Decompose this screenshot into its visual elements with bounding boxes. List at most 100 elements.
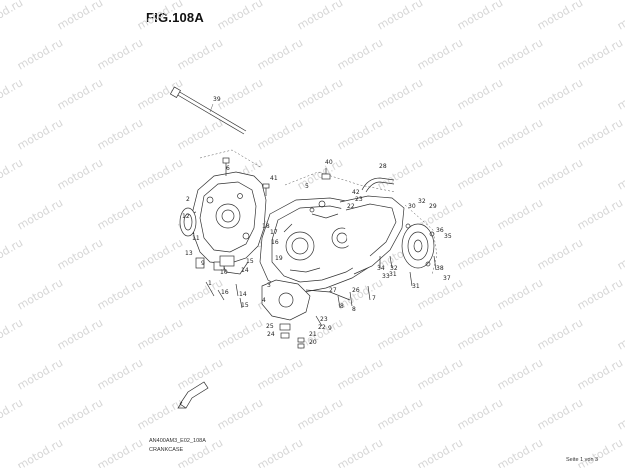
callout-number: 16 xyxy=(271,239,279,246)
watermark-text: motod.ru xyxy=(0,0,25,33)
watermark-text: motod.ru xyxy=(495,196,545,232)
watermark-text: motod.ru xyxy=(55,236,105,272)
callout-number: 41 xyxy=(270,175,278,182)
watermark-text: motod.ru xyxy=(335,116,385,152)
watermark-text: motod.ru xyxy=(55,396,105,432)
watermark-text: motod.ru xyxy=(375,156,425,192)
watermark-text: motod.ru xyxy=(615,0,625,33)
watermark-text: motod.ru xyxy=(15,356,65,392)
group-bracket-left xyxy=(199,149,263,169)
callout-number: 15 xyxy=(246,258,254,265)
callout-number: 17 xyxy=(270,229,278,236)
watermark-text: motod.ru xyxy=(255,436,305,468)
watermark-text: motod.ru xyxy=(615,76,625,112)
watermark-text: motod.ru xyxy=(15,116,65,152)
watermark-text: motod.ru xyxy=(375,396,425,432)
callout-number: 28 xyxy=(379,163,387,170)
callout-number: 35 xyxy=(444,233,452,240)
watermark-text: motod.ru xyxy=(415,436,465,468)
watermark-text: motod.ru xyxy=(335,36,385,72)
watermark-text: motod.ru xyxy=(0,156,25,192)
watermark-text: motod.ru xyxy=(535,396,585,432)
watermark-text: motod.ru xyxy=(455,236,505,272)
watermark-text: motod.ru xyxy=(375,0,425,33)
watermark-text: motod.ru xyxy=(215,76,265,112)
group-bracket-mid xyxy=(284,171,396,193)
watermark-text: motod.ru xyxy=(495,356,545,392)
watermark-text: motod.ru xyxy=(95,196,145,232)
watermark-text: motod.ru xyxy=(135,156,185,192)
callout-number: 2 xyxy=(186,196,190,203)
watermark-text: motod.ru xyxy=(95,276,145,312)
callout-number: 27 xyxy=(329,287,337,294)
callout-number: 4 xyxy=(262,297,266,304)
small-bolts xyxy=(222,157,437,327)
watermark-text: motod.ru xyxy=(215,316,265,352)
watermark-text: motod.ru xyxy=(535,0,585,33)
watermark-text: motod.ru xyxy=(295,396,345,432)
watermark-text: motod.ru xyxy=(15,276,65,312)
watermark-text: motod.ru xyxy=(415,276,465,312)
watermark-text: motod.ru xyxy=(575,436,625,468)
callout-number: 42 xyxy=(352,189,360,196)
callout-number: 34 xyxy=(377,265,385,272)
callout-number: 29 xyxy=(429,203,437,210)
watermark-text: motod.ru xyxy=(495,276,545,312)
callout-number: 5 xyxy=(305,183,309,190)
group-bracket-right xyxy=(404,204,438,276)
watermark-text: motod.ru xyxy=(455,396,505,432)
watermark-text: motod.ru xyxy=(0,316,25,352)
watermark-text: motod.ru xyxy=(455,316,505,352)
page-indicator: Seite 1 von 3 xyxy=(566,457,599,463)
watermark-text: motod.ru xyxy=(575,196,625,232)
watermark-text: motod.ru xyxy=(415,356,465,392)
watermark-text: motod.ru xyxy=(15,196,65,232)
watermark-text: motod.ru xyxy=(615,396,625,432)
callout-number: 11 xyxy=(192,235,200,242)
callout-number: 8 xyxy=(352,306,356,313)
callout-number: 20 xyxy=(309,339,317,346)
watermark-text: motod.ru xyxy=(175,116,225,152)
watermark-text: motod.ru xyxy=(495,116,545,152)
watermark-text: motod.ru xyxy=(615,156,625,192)
callout-number: 23 xyxy=(320,316,328,323)
callout-number: 30 xyxy=(408,203,416,210)
callout-number: 6 xyxy=(226,165,230,172)
callout-number: 33 xyxy=(382,273,390,280)
watermark-text: motod.ru xyxy=(535,316,585,352)
callout-number: 12 xyxy=(182,213,190,220)
watermark-text: motod.ru xyxy=(415,36,465,72)
watermark-text: motod.ru xyxy=(295,156,345,192)
watermark-text: motod.ru xyxy=(95,356,145,392)
watermark-text: motod.ru xyxy=(575,356,625,392)
watermark-text: motod.ru xyxy=(575,36,625,72)
callout-number: 13 xyxy=(185,250,193,257)
watermark-text: motod.ru xyxy=(175,36,225,72)
watermark-text: motod.ru xyxy=(495,36,545,72)
callout-number: 24 xyxy=(267,331,275,338)
callout-number: 14 xyxy=(241,267,249,274)
watermark-text: motod.ru xyxy=(55,156,105,192)
callout-number: 22 xyxy=(318,324,326,331)
callout-number: 9 xyxy=(328,325,332,332)
watermark-text: motod.ru xyxy=(375,76,425,112)
watermark-text: motod.ru xyxy=(55,0,105,33)
callout-number: 37 xyxy=(443,275,451,282)
left-bearing-cover xyxy=(179,207,197,237)
exploded-crankcase-drawing xyxy=(169,86,438,409)
watermark-text: motod.ru xyxy=(335,356,385,392)
watermark-text: motod.ru xyxy=(415,116,465,152)
watermark-text: motod.ru xyxy=(455,156,505,192)
watermark-text: motod.ru xyxy=(95,116,145,152)
watermark-text: motod.ru xyxy=(295,76,345,112)
watermark-text: motod.ru xyxy=(255,356,305,392)
watermark-text: motod.ru xyxy=(55,76,105,112)
callout-number: 10 xyxy=(220,269,228,276)
lower-crankcase-assembly xyxy=(261,279,351,321)
watermark-text: motod.ru xyxy=(535,156,585,192)
watermark-text: motod.ru xyxy=(455,76,505,112)
callout-number: 31 xyxy=(389,271,397,278)
watermark-text: motod.ru xyxy=(375,316,425,352)
watermark-text: motod.ru xyxy=(615,316,625,352)
